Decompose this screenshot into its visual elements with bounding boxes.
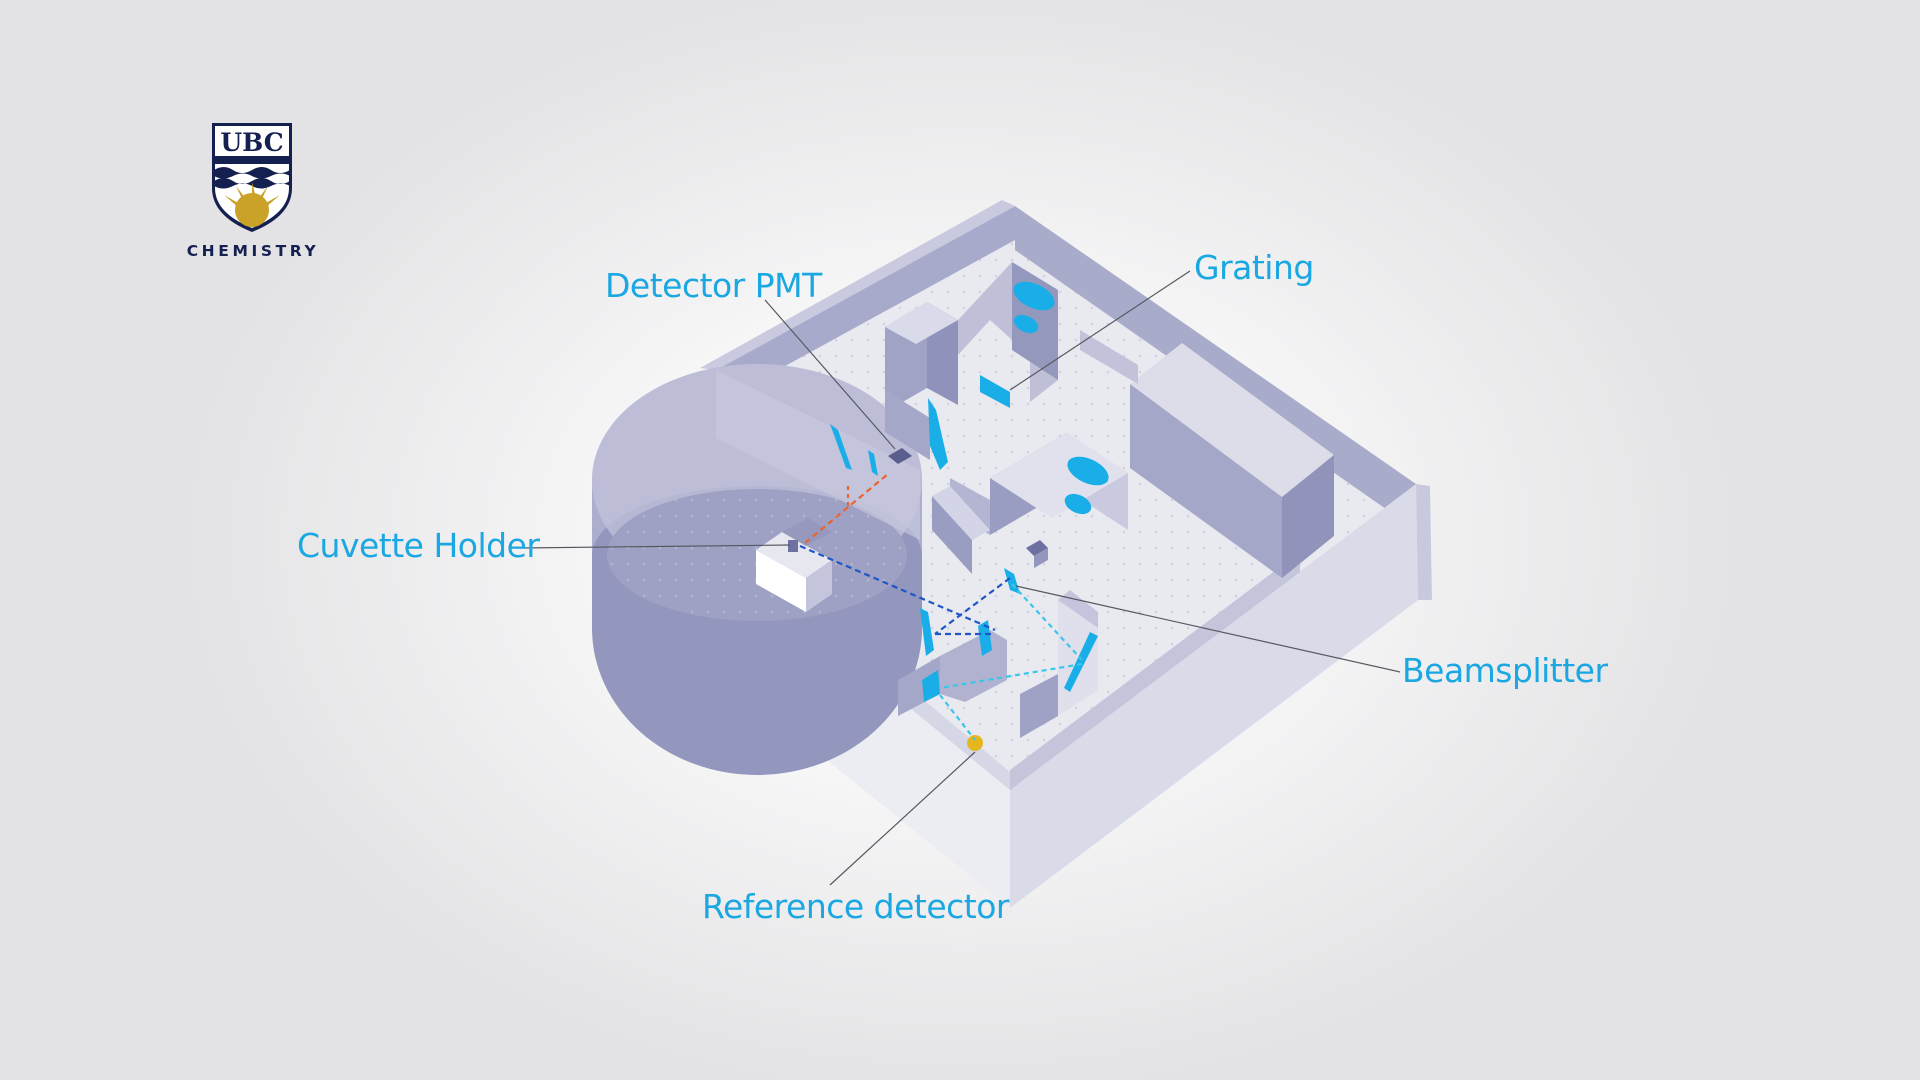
label-beamsplitter: Beamsplitter: [1402, 651, 1608, 690]
lamp-housing: [1130, 343, 1334, 497]
label-grating: Grating: [1194, 248, 1314, 287]
monochromator-blocks: [885, 262, 1334, 738]
leader-grating: [1009, 270, 1191, 391]
inner-partition: [1010, 552, 1300, 790]
leader-reference-detector: [829, 751, 976, 886]
excitation-beam: [799, 544, 996, 632]
cuvette-holder: [756, 518, 832, 612]
ubc-monogram: UBC: [220, 128, 283, 157]
grating-mirror-lower: [1013, 314, 1039, 334]
back-left-wall: [716, 206, 1015, 404]
department-name: CHEMISTRY: [187, 242, 320, 260]
callouts: Detector PMT Grating Cuvette Holder Beam…: [297, 248, 1609, 926]
beam-paths: [799, 473, 1083, 741]
reference-detector: [967, 735, 983, 751]
emission-beam: [804, 473, 889, 544]
right-outer-wall: [1010, 484, 1418, 908]
label-reference-detector: Reference detector: [702, 887, 1010, 926]
leader-beamsplitter: [1015, 585, 1401, 673]
grating-mirror-upper: [1013, 281, 1055, 311]
sample-chamber: [592, 364, 922, 775]
ubc-chemistry-logo: UBC CHEMISTRY: [187, 123, 320, 260]
optical-components: [830, 281, 1109, 751]
label-cuvette-holder: Cuvette Holder: [297, 526, 540, 565]
reference-block: [898, 656, 940, 716]
beamsplitter-element: [1004, 568, 1020, 594]
grating-element: [980, 375, 1010, 408]
emission-slit-mirror: [830, 424, 852, 470]
detector-pmt: [888, 448, 912, 464]
leader-detector-pmt: [764, 299, 896, 450]
label-detector-pmt: Detector PMT: [605, 266, 823, 305]
leader-cuvette-holder: [519, 544, 791, 549]
ubc-crest-icon: [212, 123, 292, 232]
